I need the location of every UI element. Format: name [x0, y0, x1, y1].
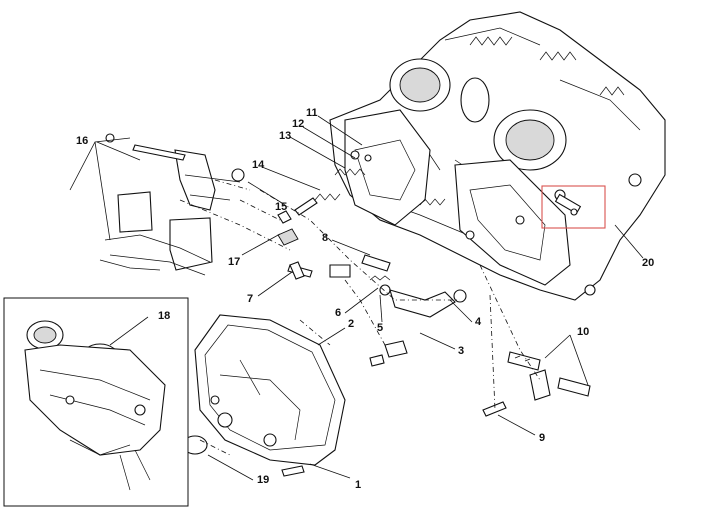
callout-13: 13 [279, 130, 291, 142]
callout-3: 3 [458, 345, 464, 357]
callout-18: 18 [158, 310, 170, 322]
bolt-3-and-screw [369, 340, 408, 367]
highlight-box [541, 185, 606, 229]
callout-16: 16 [76, 135, 88, 147]
callout-12: 12 [292, 118, 304, 130]
callout-9: 9 [539, 432, 545, 444]
callout-2: 2 [348, 318, 354, 330]
leader-lines [96, 115, 644, 481]
callout-1: 1 [355, 479, 361, 491]
callout-5: 5 [377, 322, 383, 334]
cap-part-17 [277, 228, 299, 246]
callout-17: 17 [228, 256, 240, 268]
inset-overview-box [3, 297, 189, 507]
carburetor-body-assembly [329, 11, 666, 301]
callout-11: 11 [306, 107, 318, 119]
callout-14: 14 [252, 159, 265, 171]
callout-15: 15 [275, 201, 287, 213]
small-parts-group-b [287, 254, 467, 318]
callout-6: 6 [335, 307, 341, 319]
callout-19: 19 [257, 474, 269, 486]
callout-7: 7 [247, 293, 253, 305]
pilot-screw-part [554, 193, 582, 216]
callout-20: 20 [642, 257, 654, 269]
throttle-linkage-assembly [99, 133, 241, 276]
callout-10: 10 [577, 326, 589, 338]
bolt-part-9 [482, 401, 507, 417]
callout-8: 8 [322, 232, 328, 244]
float-bowl-cover [194, 314, 346, 466]
callout-labels: 1 2 3 4 5 6 7 8 9 10 11 12 13 14 15 16 1… [76, 107, 654, 491]
callout-4: 4 [475, 316, 482, 328]
screw-part-7 [289, 261, 305, 280]
fuel-tee-fittings [507, 351, 591, 401]
small-parts-group-a [231, 150, 372, 224]
